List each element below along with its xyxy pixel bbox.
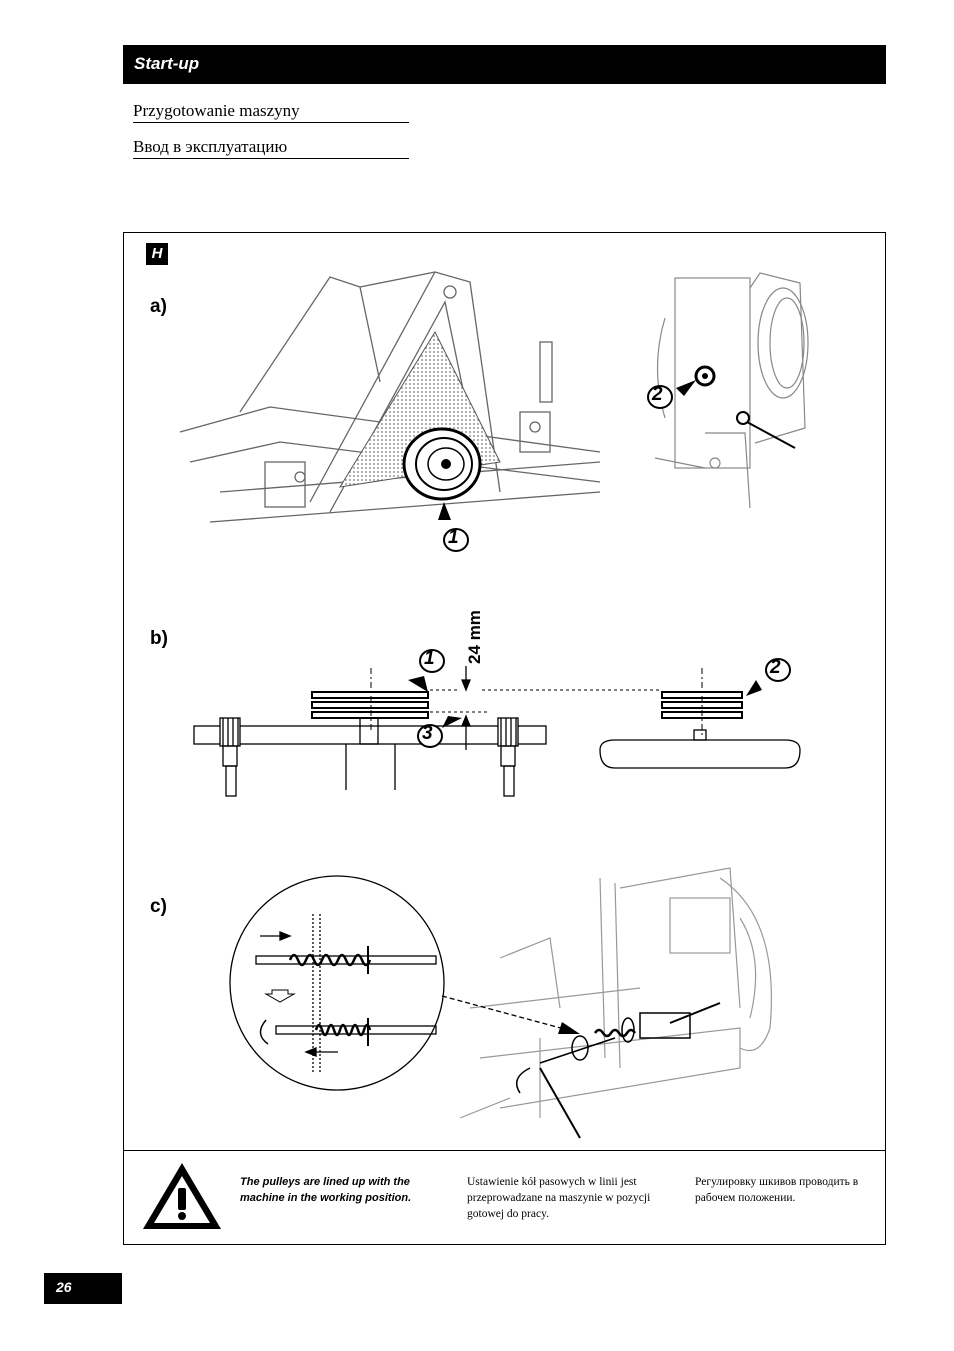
dimension-label: 24 mm [464,610,484,664]
step-label-c: c) [150,896,167,917]
callout-number-3-b: 3 [422,723,433,744]
subtitle-polish: Przygotowanie maszyny [133,101,409,123]
callout-number-2-a: 2 [652,384,663,405]
header-bar: Start-up [123,45,886,84]
callout-number-1-a: 1 [448,527,459,548]
frame-pulley-illustration [179,271,601,523]
detail-pointer-arrow [441,995,580,1034]
callout-circle-1-b [419,649,445,673]
callout-circle-2-b [765,658,791,682]
warning-text-polish: Ustawienie kół pasowych w linii jest prz… [467,1176,651,1220]
page-number: 26 [56,1279,72,1295]
callout-number-1-b: 1 [424,648,435,669]
header-title: Start-up [134,54,200,73]
warning-triangle-icon [143,1163,221,1229]
spring-adjust-machine-illustration [459,867,773,1139]
callout-1-a [438,502,451,520]
step-label-b: b) [150,628,168,649]
step-label-a: a) [150,296,167,317]
callout-arrow-2-a [676,380,696,396]
dimension-label-wrap: 24 mm [452,605,512,675]
section-badge: H [146,243,168,265]
callout-circle-1-a [443,528,469,552]
callout-circle-3-b [417,724,443,748]
callout-circle-2-a [647,385,673,409]
subtitle-russian: Ввод в эксплуатацию [133,137,409,159]
page-number-box: 26 [44,1273,122,1304]
warning-text-english: The pulleys are lined up with the machin… [240,1176,412,1204]
figure-frame [123,232,886,1245]
pulley-1 [402,427,482,501]
warning-text-russian: Регулировку шкивов проводить в рабочем п… [695,1176,859,1204]
frame-divider [123,1150,886,1151]
pulley-alignment-diagram [193,666,801,797]
callout-number-2-b: 2 [770,657,781,678]
spring-detail-illustration [229,875,445,1091]
